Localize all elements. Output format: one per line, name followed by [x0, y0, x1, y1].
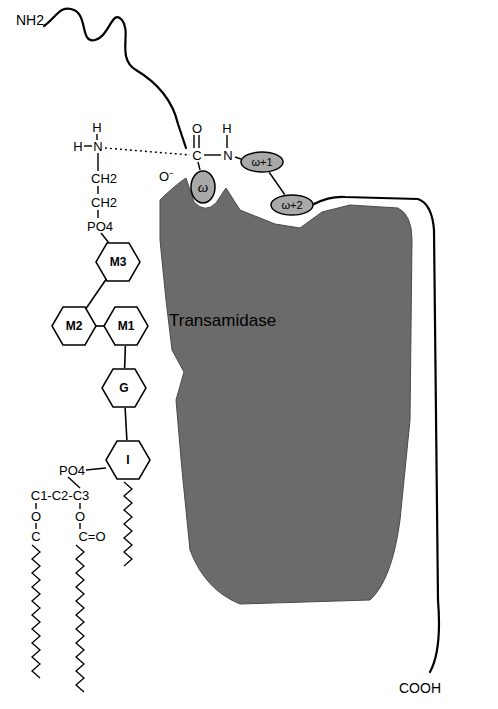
- bond-line: [269, 172, 285, 194]
- chemical-label: C: [192, 149, 201, 162]
- chemical-label: N: [93, 140, 102, 153]
- bond-line: [96, 325, 104, 327]
- chemical-label: C1-C2-C3: [31, 489, 90, 502]
- residue-label: M3: [110, 256, 127, 268]
- residue-label: ω+1: [251, 157, 272, 168]
- fatty-acid-chain: [32, 545, 40, 678]
- chemical-label: H: [222, 122, 231, 135]
- fatty-acid-chain: [32, 482, 132, 692]
- chemical-label: PO4: [59, 464, 85, 477]
- chemical-label: O: [192, 122, 202, 135]
- chemical-label: PO4: [87, 220, 113, 233]
- residue-label: ω: [198, 180, 209, 195]
- chemical-label: C: [31, 530, 40, 543]
- chemical-label: N: [223, 149, 232, 162]
- chemical-label: CH2: [91, 172, 117, 185]
- chemical-label: NH2: [16, 13, 44, 27]
- fatty-acid-chain: [76, 545, 84, 692]
- bond-line: [86, 279, 107, 309]
- residue-label: G: [119, 382, 128, 394]
- chemical-label: H: [73, 140, 82, 153]
- sugar-ring: G: [102, 368, 146, 408]
- fatty-acid-chain: [124, 482, 132, 566]
- hydrogen-bond: [105, 148, 190, 155]
- polypeptide-chain: [44, 9, 186, 148]
- chemical-label: C=O: [78, 530, 105, 543]
- bond-line: [125, 408, 127, 440]
- amino-acid-residue: ω+2: [270, 194, 314, 216]
- sugar-ring: M1: [104, 306, 148, 346]
- node-outline: [155, 170, 417, 610]
- amino-acid-residue: ω: [190, 170, 216, 204]
- enzyme-body: Transamidase: [155, 170, 417, 610]
- sugar-ring: M3: [96, 242, 140, 282]
- residue-label: I: [126, 454, 129, 466]
- amino-acid-residue: ω+1: [240, 151, 284, 173]
- residue-label: M2: [66, 320, 83, 332]
- bond-line: [124, 346, 126, 368]
- chemical-label: H: [92, 121, 101, 134]
- sugar-ring: M2: [52, 306, 96, 346]
- sugar-ring: I: [106, 440, 150, 480]
- chemical-label: O: [75, 510, 85, 523]
- chemical-label: O⁻: [159, 170, 173, 183]
- residue-label: M1: [118, 320, 135, 332]
- chemical-label: CH2: [91, 196, 117, 209]
- chemical-label: COOH: [399, 681, 441, 695]
- chemical-label: O: [31, 510, 41, 523]
- residue-label: ω+2: [281, 200, 302, 211]
- enzyme-name: Transamidase: [169, 312, 276, 329]
